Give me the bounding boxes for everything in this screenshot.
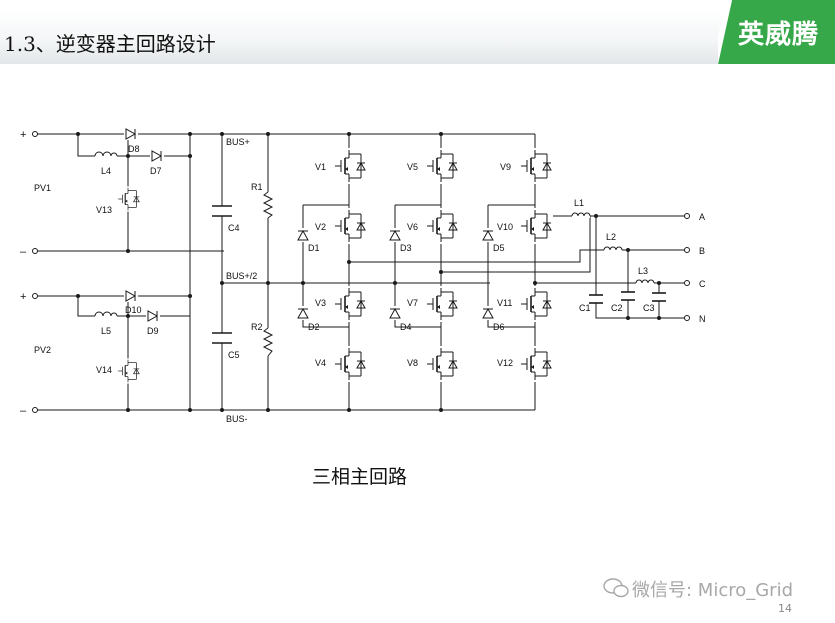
logo-stripe xyxy=(718,0,732,64)
c5-label: C5 xyxy=(228,350,240,360)
pv2-label: PV2 xyxy=(34,345,51,355)
c4-label: C4 xyxy=(228,223,240,233)
boost1-wire xyxy=(77,134,129,251)
terminals xyxy=(32,131,690,413)
r2-label: R2 xyxy=(251,322,263,332)
l1-label: L1 xyxy=(574,198,584,208)
v9-label: V9 xyxy=(500,162,511,172)
c1-label: C1 xyxy=(579,303,591,313)
slide-header: 1.3、逆变器主回路设计 英威腾 xyxy=(0,0,835,72)
bus-plus-label: BUS+ xyxy=(226,137,250,147)
v14-label: V14 xyxy=(96,365,112,375)
c2-label: C2 xyxy=(611,303,623,313)
pv2-plus-label: + xyxy=(20,291,26,303)
output-a-label: A xyxy=(699,212,705,222)
diodes xyxy=(124,128,494,322)
v2-label: V2 xyxy=(315,222,326,232)
diagram-caption: 三相主回路 xyxy=(312,466,408,488)
clamp-w-wire xyxy=(487,204,535,328)
logo-badge xyxy=(718,0,835,64)
logo-background xyxy=(718,0,835,64)
bus-mid-label: BUS+/2 xyxy=(226,271,257,281)
pv1-label: PV1 xyxy=(34,183,51,193)
d3-label: D3 xyxy=(400,243,412,253)
v4-label: V4 xyxy=(315,358,326,368)
clamp-v-wire xyxy=(394,204,441,328)
company-logo: 英威腾 xyxy=(738,20,820,50)
inductors xyxy=(94,151,655,317)
filter-wire xyxy=(595,216,685,319)
d9-label: D9 xyxy=(147,326,159,336)
boost2-wire xyxy=(77,296,129,410)
d2-label: D2 xyxy=(308,322,320,332)
v11-label: V11 xyxy=(497,298,512,308)
slide-title: 1.3、逆变器主回路设计 xyxy=(4,32,216,56)
filter-cap-wire xyxy=(627,250,660,318)
v3-label: V3 xyxy=(315,298,326,308)
wechat-icon xyxy=(603,578,629,598)
d8-label: D8 xyxy=(128,144,140,154)
pv2-minus-label: – xyxy=(20,405,27,417)
bus-minus-label: BUS- xyxy=(226,414,248,424)
pv1-plus-label: + xyxy=(20,129,26,141)
watermark-text: 微信号: Micro_Grid xyxy=(632,580,794,601)
switches xyxy=(116,148,553,384)
d6-label: D6 xyxy=(493,322,505,332)
circuit-labels: + – + – PV1 PV2 L4 L5 D8 D7 D10 D9 V13 V… xyxy=(20,129,706,424)
r1-label: R1 xyxy=(251,182,263,192)
d5-label: D5 xyxy=(493,243,505,253)
v7-label: V7 xyxy=(407,298,418,308)
page-number: 14 xyxy=(778,602,792,615)
c3-label: C3 xyxy=(643,303,655,313)
d10-label: D10 xyxy=(125,305,142,315)
v5-label: V5 xyxy=(407,162,418,172)
v10-label: V10 xyxy=(497,222,513,232)
three-phase-circuit: + – + – PV1 PV2 L4 L5 D8 D7 D10 D9 V13 V… xyxy=(20,128,706,424)
v1-label: V1 xyxy=(315,162,326,172)
v12-label: V12 xyxy=(497,358,513,368)
header-band xyxy=(0,10,835,64)
l5-label: L5 xyxy=(101,326,111,336)
capacitors xyxy=(212,205,666,344)
v6-label: V6 xyxy=(407,222,418,232)
d7-label: D7 xyxy=(150,166,162,176)
d1-label: D1 xyxy=(308,243,320,253)
v13-label: V13 xyxy=(96,205,112,215)
v8-label: V8 xyxy=(407,358,418,368)
pv1-minus-label: – xyxy=(20,246,27,258)
output-b-label: B xyxy=(699,246,705,256)
resistors xyxy=(262,191,274,357)
l4-label: L4 xyxy=(101,166,111,176)
output-n-label: N xyxy=(699,314,706,324)
clamp-u-wire xyxy=(302,204,349,328)
d4-label: D4 xyxy=(400,322,412,332)
output-c-label: C xyxy=(699,279,706,289)
l2-label: L2 xyxy=(606,232,616,242)
phase-a-wire xyxy=(441,215,685,273)
l3-label: L3 xyxy=(638,266,648,276)
